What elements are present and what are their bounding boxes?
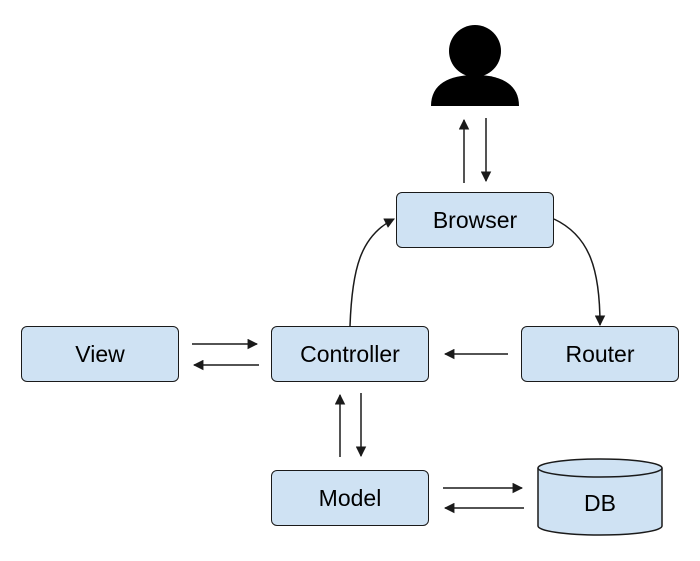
controller-node: Controller: [271, 326, 429, 382]
arrow-browser-to-router: [553, 218, 606, 327]
user-icon: [431, 25, 519, 106]
browser-node: Browser: [396, 192, 554, 248]
model-node: Model: [271, 470, 429, 526]
router-node: Router: [521, 326, 679, 382]
db-label: DB: [584, 489, 616, 516]
view-node: View: [21, 326, 179, 382]
arrow-controller-to-browser: [349, 218, 395, 327]
database-cylinder-icon: [537, 458, 663, 536]
